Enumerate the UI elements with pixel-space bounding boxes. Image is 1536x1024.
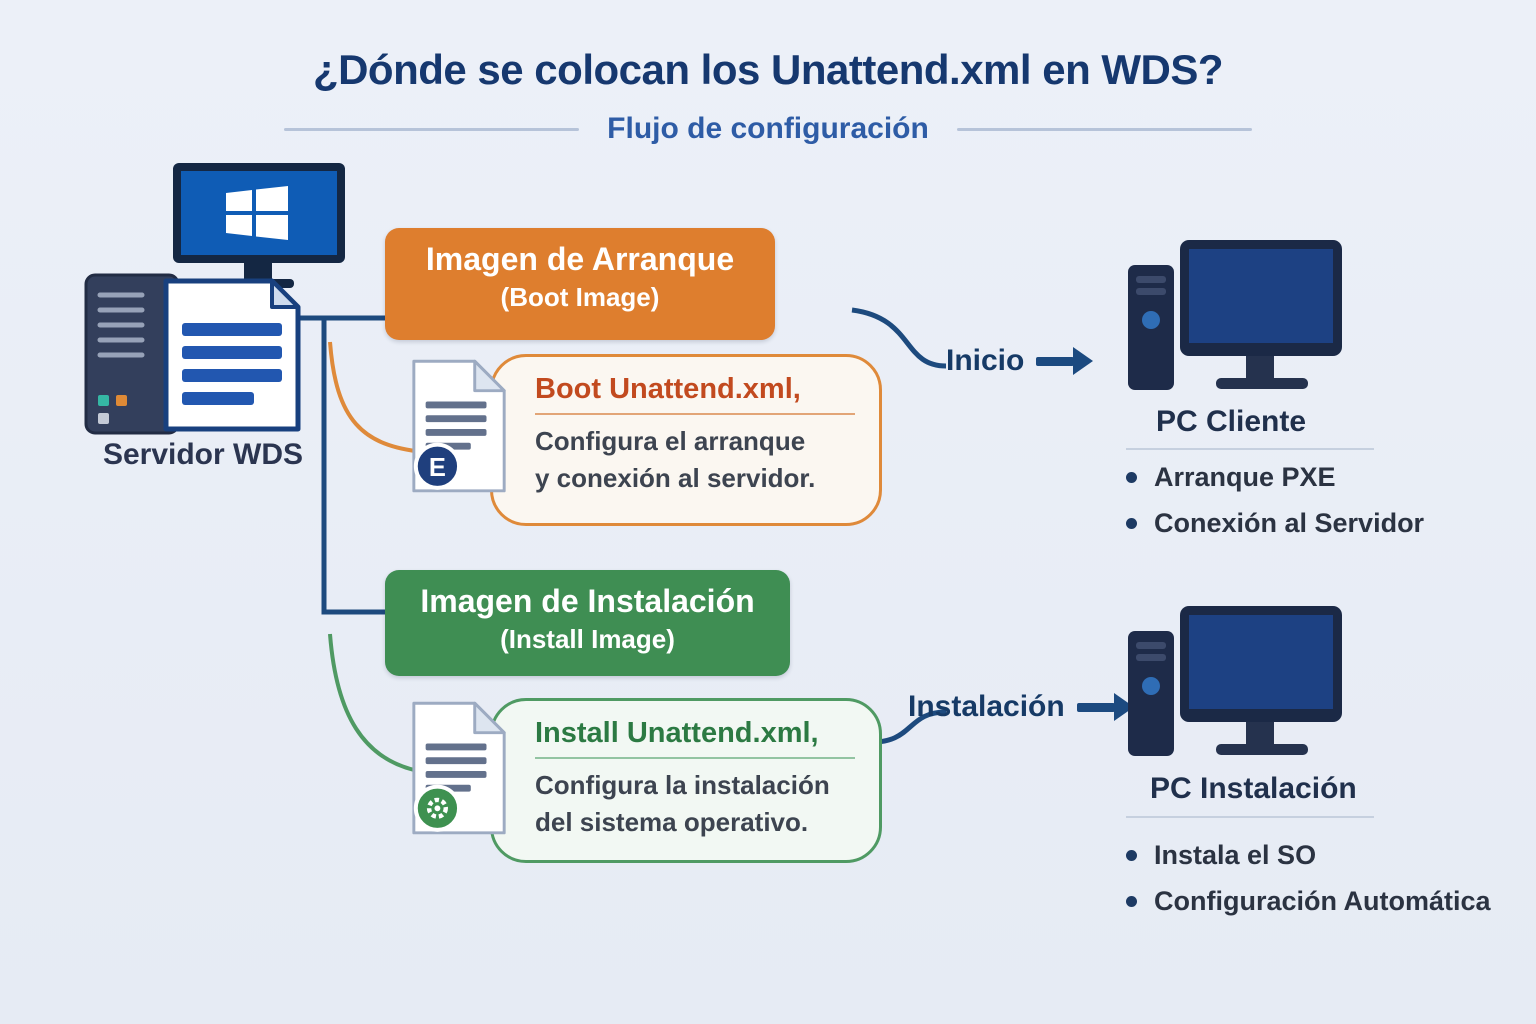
install-box-subtitle: (Install Image) [500,624,675,654]
page-subtitle: Flujo de configuración [607,112,929,145]
boot-box-subtitle: (Boot Image) [500,282,660,312]
instalacion-flow: Instalación [908,690,1134,724]
boot-image-box: Imagen de Arranque (Boot Image) [385,228,775,340]
install-pc-label: PC Instalación [1150,772,1357,805]
right-arrow-icon [1036,347,1094,375]
client-pc-icon [1128,240,1342,390]
boot-unattend-desc-line2: y conexión al servidor. [535,462,816,493]
client-pc-bullets: Arranque PXE Conexión al Servidor [1126,462,1424,539]
boot-unattend-heading: Boot Unattend.xml, [535,373,855,415]
bullet-dot-icon [1126,518,1137,529]
boot-unattend-desc-line1: Configura el arranque [535,426,806,456]
install-image-box: Imagen de Instalación (Install Image) [385,570,790,676]
inicio-label: Inicio [946,344,1025,377]
install-unattend-desc-line1: Configura la instalación [535,770,830,800]
gear-icon [426,797,448,819]
install-unattend-bubble: Install Unattend.xml, Configura la insta… [490,698,882,863]
client-pc-label: PC Cliente [1156,405,1307,438]
inicio-flow: Inicio [946,344,1094,378]
instalacion-label: Instalación [908,690,1065,723]
list-item: Arranque PXE [1126,462,1424,493]
install-pc-icon [1128,606,1342,756]
install-pc-divider [1126,816,1374,818]
client-pc-divider [1126,448,1374,450]
bullet-dot-icon [1126,472,1137,483]
install-xml-file-icon [412,701,506,835]
install-pc-bullets: Instala el SO Configuración Automática [1126,840,1491,917]
boot-box-title: Imagen de Arranque [425,241,735,277]
install-unattend-desc-line2: del sistema operativo. [535,806,809,837]
wds-server-icon [84,163,345,435]
windows-logo-icon [226,186,288,240]
list-item: Configuración Automática [1126,886,1491,917]
bullet-label: Instala el SO [1154,840,1317,870]
list-item: Instala el SO [1126,840,1491,871]
subtitle-row: Flujo de configuración [0,112,1536,146]
page-title: ¿Dónde se colocan los Unattend.xml en WD… [312,46,1224,93]
boot-badge-letter: E [429,454,446,482]
bullet-label: Configuración Automática [1154,886,1491,916]
subtitle-rule-left [284,127,580,131]
install-box-title: Imagen de Instalación [420,583,755,619]
boot-xml-file-icon: E [412,359,506,493]
install-unattend-heading: Install Unattend.xml, [535,717,855,759]
boot-unattend-bubble: Boot Unattend.xml, Configura el arranque… [490,354,882,526]
bullet-dot-icon [1126,850,1137,861]
list-item: Conexión al Servidor [1126,508,1424,539]
subtitle-rule-right [956,127,1252,131]
right-arrow-icon [1076,693,1134,721]
bullet-dot-icon [1126,896,1137,907]
bullet-label: Arranque PXE [1154,462,1336,492]
bullet-label: Conexión al Servidor [1154,508,1425,538]
server-label: Servidor WDS [102,438,304,471]
